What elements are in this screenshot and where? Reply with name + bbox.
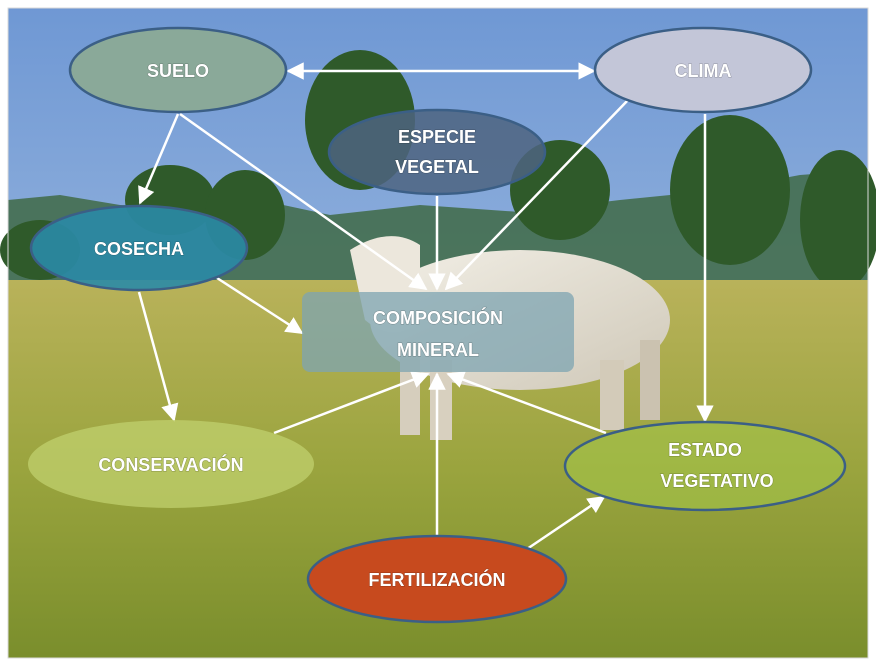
- estado-label-line1: ESTADO: [668, 440, 742, 460]
- arrow-cosecha-to-conservacion: [137, 291, 179, 422]
- arrows: [137, 62, 714, 551]
- composicion-label-line2: MINERAL: [397, 340, 479, 360]
- suelo-label: SUELO: [147, 61, 209, 81]
- clima-label: CLIMA: [675, 61, 732, 81]
- node-especie-vegetal: ESPECIE VEGETAL: [327, 108, 547, 196]
- conservacion-label: CONSERVACIÓN: [98, 454, 243, 475]
- composicion-label-line1: COMPOSICIÓN: [373, 307, 503, 328]
- suelo-ellipse: [68, 26, 288, 114]
- node-cosecha: COSECHA: [29, 204, 249, 292]
- node-estado-vegetativo: ESTADO VEGETATIVO: [563, 420, 847, 512]
- estado-label-line2: VEGETATIVO: [660, 471, 773, 491]
- node-fertilizacion: FERTILIZACIÓN: [306, 534, 568, 624]
- conservacion-ellipse: [28, 420, 314, 508]
- arrow-estado-to-composicion: [446, 371, 607, 435]
- node-clima: CLIMA: [593, 26, 813, 114]
- node-composicion-mineral: COMPOSICIÓN MINERAL: [302, 292, 574, 372]
- especie-ellipse: [327, 108, 547, 196]
- cosecha-ellipse: [29, 204, 249, 292]
- estado-ellipse: [563, 420, 847, 512]
- especie-label-line2: VEGETAL: [395, 157, 479, 177]
- node-suelo: SUELO: [68, 26, 288, 114]
- arrow-fertilizacion-to-estado: [526, 495, 606, 551]
- especie-label-line1: ESPECIE: [398, 127, 476, 147]
- arrow-suelo-to-composicion: [179, 112, 428, 291]
- arrow-conservacion-to-composicion: [273, 371, 430, 435]
- clima-ellipse: [593, 26, 813, 114]
- fertilizacion-label: FERTILIZACIÓN: [369, 569, 506, 590]
- arrow-cosecha-to-composicion: [216, 276, 304, 335]
- arrow-suelo-to-cosecha: [138, 113, 180, 205]
- arrow-clima-to-composicion: [444, 99, 629, 291]
- cosecha-label: COSECHA: [94, 239, 184, 259]
- node-conservacion: CONSERVACIÓN: [28, 420, 314, 508]
- composicion-box: [302, 292, 574, 372]
- fertilizacion-ellipse: [306, 534, 568, 624]
